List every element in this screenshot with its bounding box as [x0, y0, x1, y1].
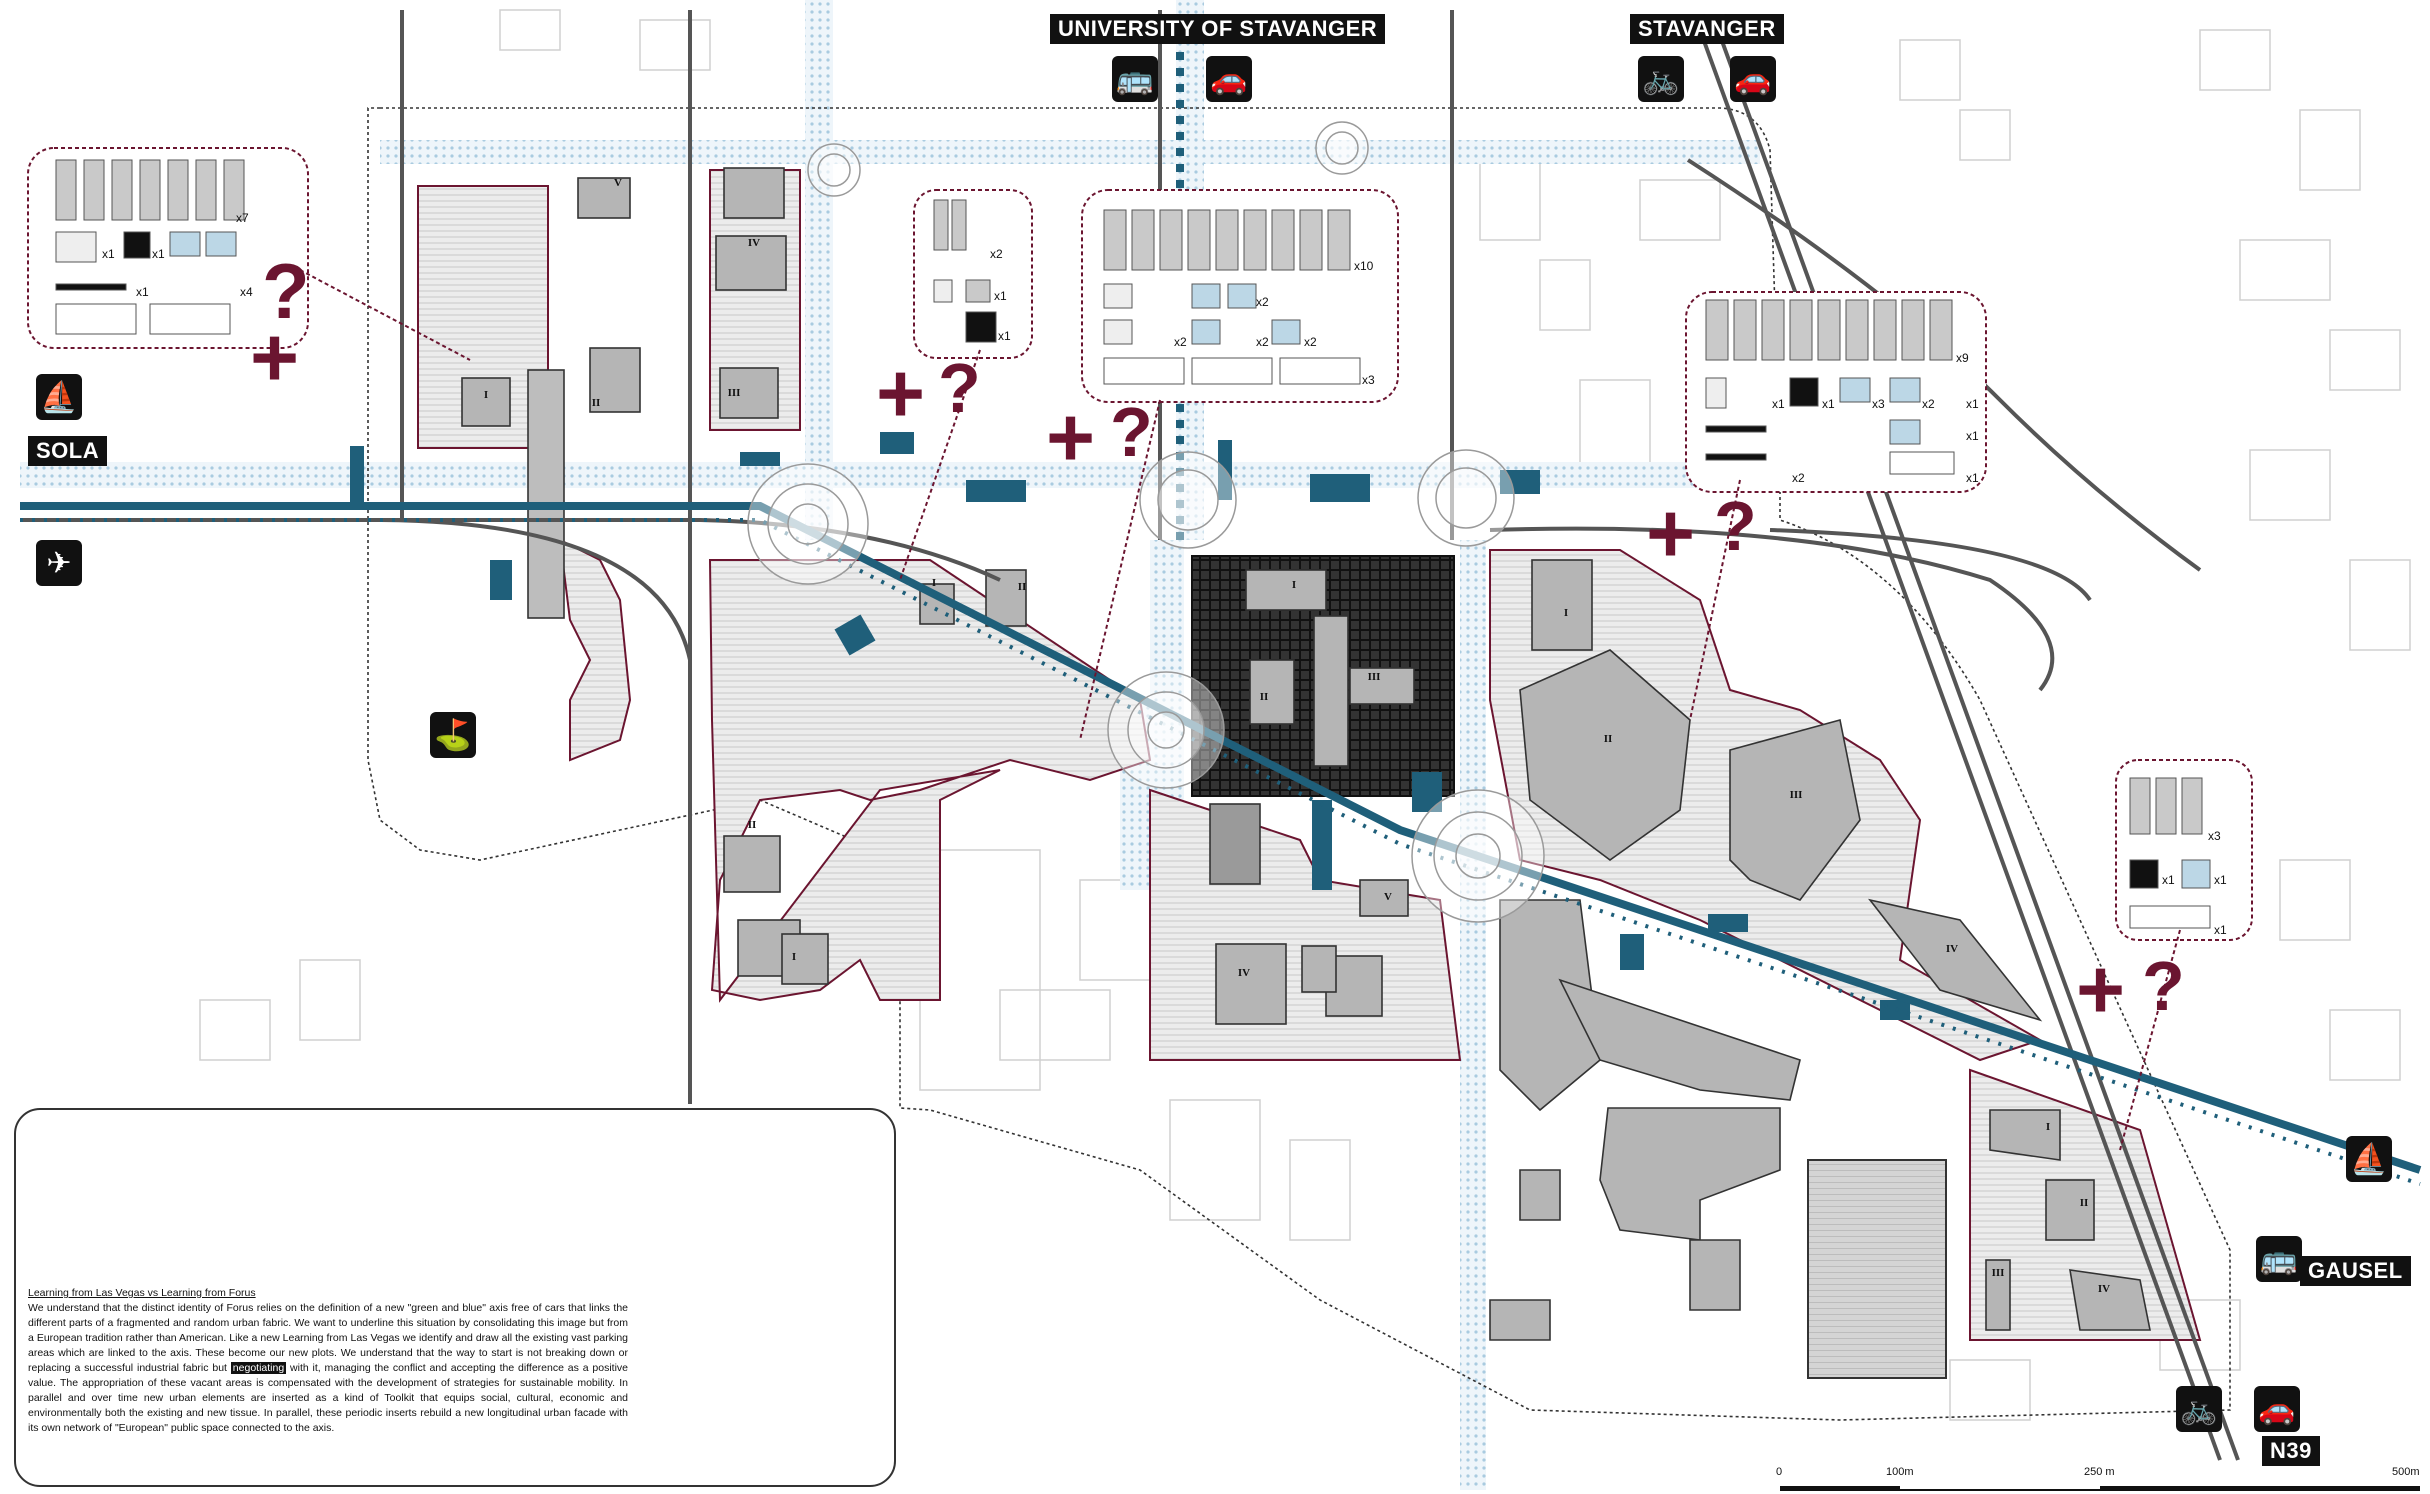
n39-label: N39 — [2262, 1436, 2320, 1466]
large-parking-field — [1807, 1159, 1947, 1379]
toolkit-count: x1 — [2162, 873, 2175, 887]
bus-icon: 🚌 — [1112, 56, 1158, 102]
toolkit-count: x1 — [136, 285, 149, 299]
toolkit-count: x1 — [994, 289, 1007, 303]
car-icon: 🚗 — [2254, 1386, 2300, 1432]
plot-numeral: I — [1564, 607, 1568, 619]
car-icon: 🚗 — [1206, 56, 1252, 102]
plot-numeral: I — [792, 951, 796, 963]
golf-icon: ⛳ — [430, 712, 476, 758]
bicycle-icon: 🚲 — [2176, 1386, 2222, 1432]
plot-numeral: I — [2046, 1121, 2050, 1133]
scale-250m: 250 m — [2084, 1466, 2115, 1478]
university-label: UNIVERSITY OF STAVANGER — [1050, 14, 1386, 44]
plus-marker: + — [2076, 942, 2125, 1036]
context-buildings — [199, 9, 2411, 1421]
plot-numeral: II — [1018, 581, 1027, 593]
toolkit-count: x3 — [2208, 829, 2221, 843]
scale-bar — [1780, 1486, 2420, 1491]
plot-numeral: III — [1992, 1267, 2005, 1279]
plot-numeral: III — [728, 387, 741, 399]
toolkit-count: x2 — [1304, 335, 1317, 349]
plot-numeral: II — [1604, 733, 1613, 745]
toolkit-count: x1 — [1966, 397, 1979, 411]
toolkit-glyphs — [55, 159, 2211, 929]
plot-numerals: V IV I II III I II I III II II I V IV I … — [484, 177, 2110, 1295]
description-highlight: negotiating — [230, 1362, 287, 1374]
toolkit-count: x1 — [102, 247, 115, 261]
gausel-label: GAUSEL — [2300, 1256, 2411, 1286]
plot-numeral: III — [1790, 789, 1803, 801]
plus-marker: + — [250, 310, 299, 404]
plus-marker: + — [1646, 486, 1695, 580]
toolkit-count: x3 — [1362, 373, 1375, 387]
boat-icon: ⛵ — [2346, 1136, 2392, 1182]
toolkit-count: x1 — [2214, 873, 2227, 887]
toolkit-count: x1 — [998, 329, 1011, 343]
plot-numeral: III — [1368, 671, 1381, 683]
description-text: Learning from Las Vegas vs Learning from… — [28, 1286, 628, 1436]
toolkit-count: x2 — [1256, 295, 1269, 309]
bicycle-icon: 🚲 — [1638, 56, 1684, 102]
description-panel: Learning from Las Vegas vs Learning from… — [14, 1108, 896, 1487]
bus-icon: 🚌 — [2256, 1236, 2302, 1282]
roads — [20, 10, 2240, 1461]
plot-numeral: I — [1292, 579, 1296, 591]
scale-100m: 100m — [1886, 1466, 1914, 1478]
plot-numeral: I — [484, 389, 488, 401]
plot-numeral: IV — [1238, 967, 1250, 979]
insert-markers: ? + + ? + ? + ? + ? — [250, 247, 2185, 1036]
plus-marker: + — [1046, 390, 1095, 484]
toolkit-count: x1 — [1822, 397, 1835, 411]
toolkit-count: x3 — [1872, 397, 1885, 411]
toolkit-count: x1 — [1772, 397, 1785, 411]
question-marker: ? — [2142, 947, 2185, 1025]
car-icon: 🚗 — [1730, 56, 1776, 102]
sola-terminal — [527, 369, 565, 619]
plot-numeral: V — [614, 177, 622, 189]
toolkit-count: x2 — [990, 247, 1003, 261]
question-marker: ? — [262, 247, 310, 335]
description-body-1: We understand that the distinct identity… — [28, 1302, 628, 1374]
toolkit-count: x1 — [2214, 923, 2227, 937]
toolkit-leaders — [299, 269, 2181, 1151]
toolkit-count: x1 — [152, 247, 165, 261]
toolkit-count: x1 — [1966, 471, 1979, 485]
toolkit-count: x1 — [1966, 429, 1979, 443]
plot-numeral: V — [1384, 891, 1392, 903]
sola-label: SOLA — [28, 436, 108, 466]
plot-numeral: IV — [748, 237, 760, 249]
toolkit-count: x10 — [1354, 259, 1374, 273]
toolkit-count: x2 — [1922, 397, 1935, 411]
toolkit-counts: x7 x1 x1 x1 x4 x2 x1 x1 x10 x2 x2 x2 x2 … — [102, 211, 2227, 937]
scale-zero: 0 — [1776, 1466, 1783, 1478]
plot-numeral: II — [2080, 1197, 2089, 1209]
windsurf-icon: ⛵ — [36, 374, 82, 420]
question-marker: ? — [1714, 487, 1757, 565]
stavanger-label: STAVANGER — [1630, 14, 1784, 44]
plot-numeral: II — [748, 819, 757, 831]
toolkit-count: x4 — [240, 285, 253, 299]
plot-numeral: I — [932, 577, 936, 589]
plot-numeral: II — [1260, 691, 1269, 703]
question-marker: ? — [938, 349, 981, 427]
toolkit-count: x2 — [1256, 335, 1269, 349]
question-marker: ? — [1110, 393, 1153, 471]
toolkit-count: x9 — [1956, 351, 1969, 365]
plus-marker: + — [876, 346, 925, 440]
plot-numeral: II — [592, 397, 601, 409]
toolkit-count: x2 — [1174, 335, 1187, 349]
airplane-icon: ✈ — [36, 540, 82, 586]
description-body-2: with it, managing the conflict and accep… — [28, 1362, 628, 1434]
description-heading: Learning from Las Vegas vs Learning from… — [28, 1287, 256, 1299]
toolkit-count: x2 — [1792, 471, 1805, 485]
toolkit-count: x7 — [236, 211, 249, 225]
node-circles — [747, 121, 1545, 923]
plot-numeral: IV — [2098, 1283, 2110, 1295]
plot-numeral: IV — [1946, 943, 1958, 955]
scale-500m: 500m — [2392, 1466, 2420, 1478]
buildings — [461, 167, 2151, 1341]
